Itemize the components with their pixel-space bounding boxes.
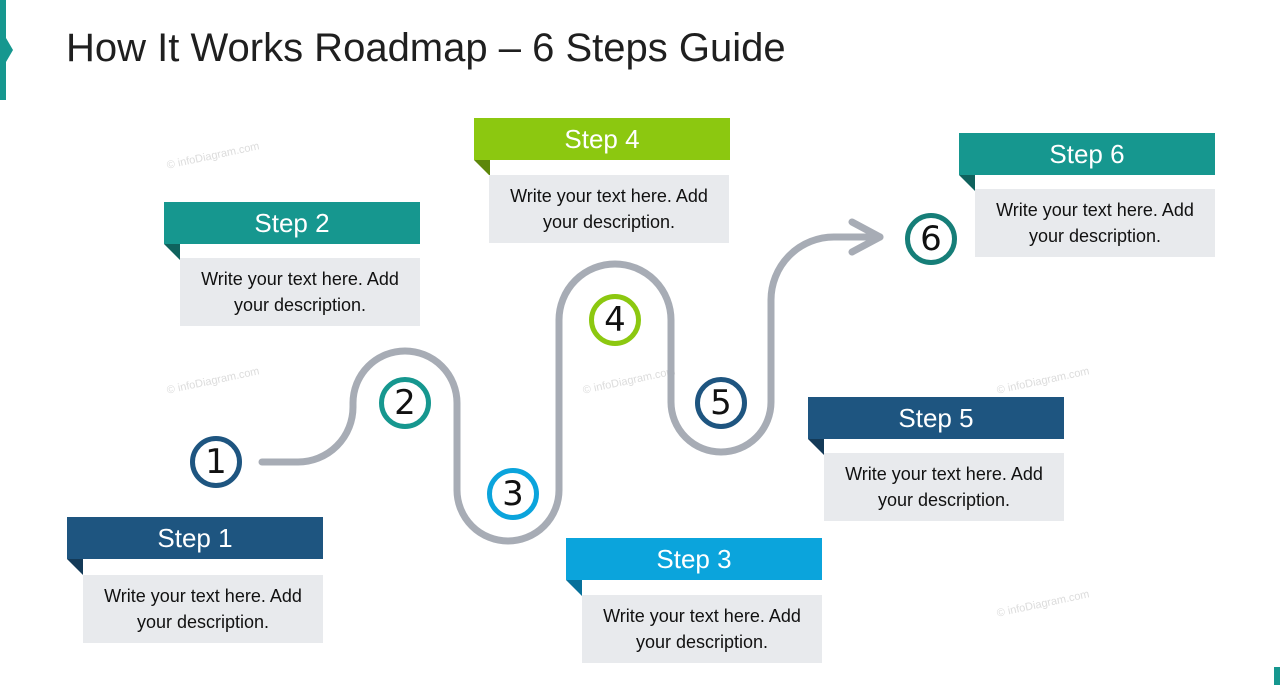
step-6-fold (959, 175, 975, 191)
step-1-header: Step 1 (67, 517, 323, 559)
step-5-marker: 5 (695, 377, 747, 429)
step-6-marker: 6 (905, 213, 957, 265)
step-2-description: Write your text here. Add your descripti… (180, 258, 420, 326)
step-5-description: Write your text here. Add your descripti… (824, 453, 1064, 521)
step-5-fold (808, 439, 824, 455)
step-3-fold (566, 580, 582, 596)
step-2-fold (164, 244, 180, 260)
step-6-header: Step 6 (959, 133, 1215, 175)
step-4-description: Write your text here. Add your descripti… (489, 175, 729, 243)
step-2-header: Step 2 (164, 202, 420, 244)
step-1-description: Write your text here. Add your descripti… (83, 575, 323, 643)
accent-notch (6, 38, 13, 62)
step-2-marker: 2 (379, 377, 431, 429)
roadmap-route (258, 233, 884, 545)
step-1-marker: 1 (190, 436, 242, 488)
step-1-fold (67, 559, 83, 575)
corner-mark (1274, 667, 1280, 685)
step-4-fold (474, 160, 490, 176)
step-3-header: Step 3 (566, 538, 822, 580)
page-title: How It Works Roadmap – 6 Steps Guide (66, 26, 786, 70)
arrow-head-icon (848, 218, 884, 256)
accent-bar (0, 0, 6, 100)
step-4-header: Step 4 (474, 118, 730, 160)
step-5-header: Step 5 (808, 397, 1064, 439)
step-6-description: Write your text here. Add your descripti… (975, 189, 1215, 257)
step-3-marker: 3 (487, 468, 539, 520)
step-3-description: Write your text here. Add your descripti… (582, 595, 822, 663)
step-4-marker: 4 (589, 294, 641, 346)
